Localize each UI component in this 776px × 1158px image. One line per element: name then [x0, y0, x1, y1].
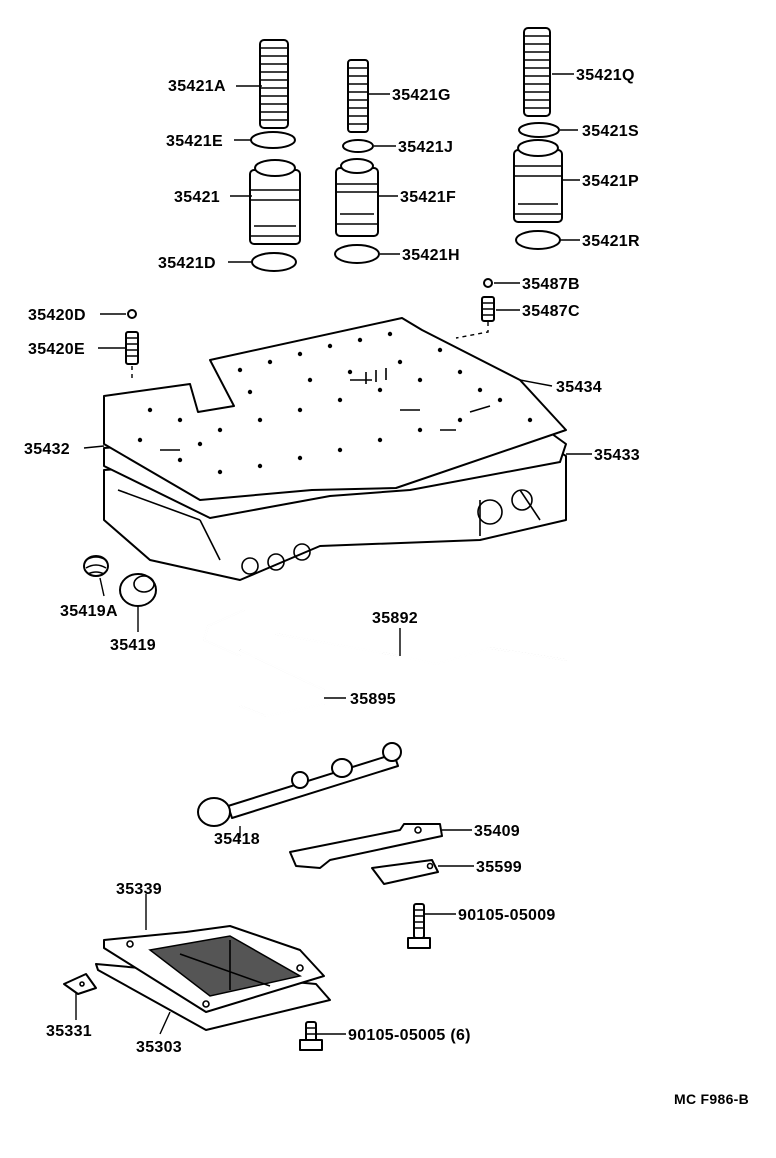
label-35419: 35419 [110, 637, 156, 654]
label-35487c: 35487C [522, 303, 580, 320]
label-90105-05009: 90105-05009 [458, 907, 556, 924]
label-35303: 35303 [136, 1039, 182, 1056]
label-35421s: 35421S [582, 123, 639, 140]
plate-35409 [289, 823, 443, 869]
ball-35487b [483, 278, 493, 288]
spring-35421q [523, 27, 551, 117]
label-35421g: 35421G [392, 87, 451, 104]
plunger-35419 [119, 573, 157, 607]
separator-plate-35434 [103, 317, 567, 501]
label-35487b: 35487B [522, 276, 580, 293]
label-90105-05005: 90105-05005 (6) [348, 1027, 471, 1044]
label-35419a: 35419A [60, 603, 118, 620]
ball-35420d [127, 309, 137, 319]
label-35421d: 35421D [158, 255, 216, 272]
label-35421j: 35421J [398, 139, 453, 156]
label-35892: 35892 [372, 610, 418, 627]
label-35421r: 35421R [582, 233, 640, 250]
label-35331: 35331 [46, 1023, 92, 1040]
spring-35419a [83, 555, 109, 577]
label-35421f: 35421F [400, 189, 456, 206]
ring-35421r [515, 230, 561, 250]
bolt-90105-05005 [299, 1021, 323, 1051]
label-35421q: 35421Q [576, 67, 635, 84]
tube-35895 [203, 594, 325, 717]
ring-35421d [251, 252, 297, 272]
label-35421e: 35421E [166, 133, 223, 150]
label-35418: 35418 [214, 831, 260, 848]
plate-35331 [63, 973, 97, 995]
label-35434: 35434 [556, 379, 602, 396]
label-35339: 35339 [116, 881, 162, 898]
label-35421h: 35421H [402, 247, 460, 264]
tube-35892 [275, 602, 567, 665]
part-labels: 35421A 35421G 35421Q 35421E 35421J 35421… [24, 67, 749, 1107]
diagram-code: MC F986-B [674, 1091, 749, 1107]
bolt-90105-05009 [407, 903, 431, 949]
label-35599: 35599 [476, 859, 522, 876]
piston-35421 [249, 159, 301, 245]
label-35409: 35409 [474, 823, 520, 840]
label-35420d: 35420D [28, 307, 86, 324]
spring-35420e [125, 331, 139, 365]
piston-35421p [513, 139, 563, 223]
gasket-35339 [103, 925, 325, 1013]
ring-35421j [342, 139, 374, 153]
piston-35421f [335, 158, 379, 237]
valve-35418 [197, 742, 402, 827]
plate-35599 [371, 859, 439, 885]
leader-lines [75, 73, 592, 1035]
ring-35421s [518, 122, 560, 138]
spring-35421g [347, 59, 369, 133]
label-35895: 35895 [350, 691, 396, 708]
ring-35421h [334, 244, 380, 264]
label-35421: 35421 [174, 189, 220, 206]
label-35420e: 35420E [28, 341, 85, 358]
spring-35487c [481, 296, 495, 322]
spring-35421a [259, 39, 289, 129]
ring-35421e [250, 131, 296, 149]
label-35421p: 35421P [582, 173, 639, 190]
label-35433: 35433 [594, 447, 640, 464]
label-35432: 35432 [24, 441, 70, 458]
label-35421a: 35421A [168, 78, 226, 95]
